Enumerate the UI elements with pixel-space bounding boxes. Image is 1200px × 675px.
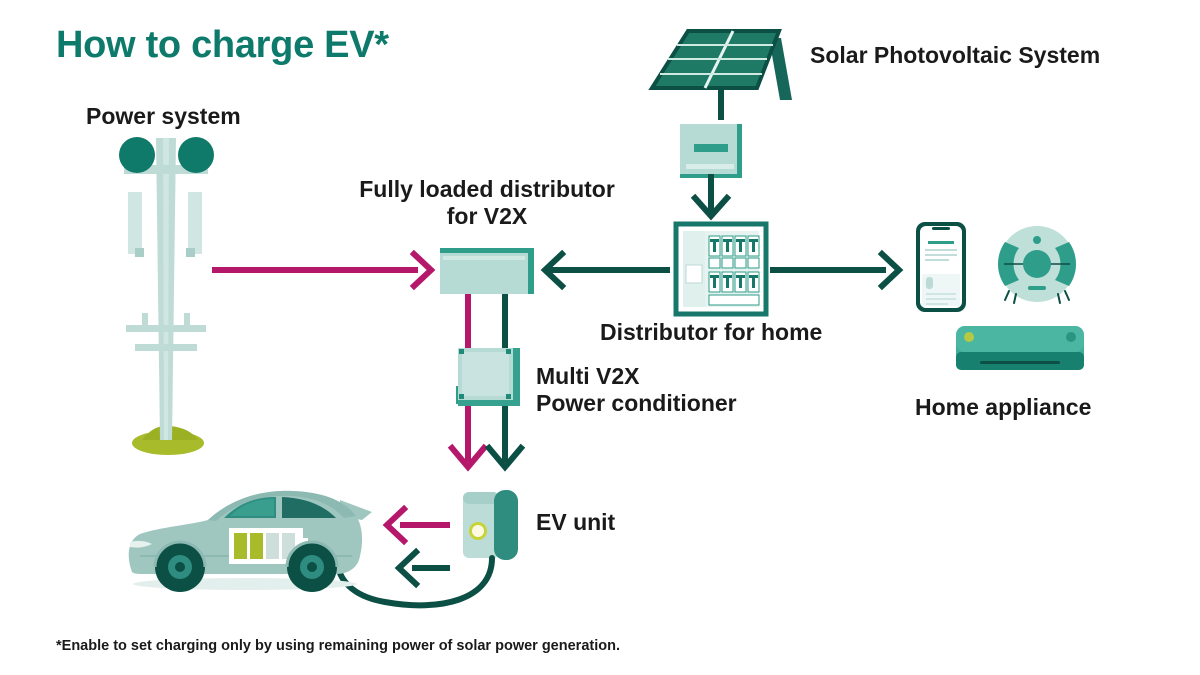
label-home-appliance: Home appliance xyxy=(915,394,1092,420)
breaker-panel-icon xyxy=(673,221,769,317)
robot-vacuum-icon xyxy=(997,226,1077,304)
label-ev-unit: EV unit xyxy=(536,509,616,535)
label-multi-v2x-power-conditioner: Multi V2X Power conditioner xyxy=(536,363,737,417)
inverter-box-icon xyxy=(680,124,742,178)
arrow-inverter-to-home-distributor xyxy=(690,174,732,221)
label-power-system: Power system xyxy=(86,103,241,129)
air-conditioner-icon xyxy=(956,326,1084,370)
arrow-ev-to-car-teal xyxy=(394,547,450,589)
arrow-home-distributor-to-appliance xyxy=(770,249,904,291)
charging-cable xyxy=(335,555,495,609)
arrow-home-distributor-to-fully-loaded xyxy=(540,249,670,291)
footnote-text: *Enable to set charging only by using re… xyxy=(56,638,620,654)
arrow-power-to-distributor xyxy=(212,249,436,291)
electric-car-icon xyxy=(128,490,372,592)
label-distributor-for-home: Distributor for home xyxy=(600,319,823,345)
smartphone-icon xyxy=(916,222,966,312)
power-conditioner-icon xyxy=(456,348,520,406)
solar-panel-icon xyxy=(648,29,792,120)
battery-indicator xyxy=(229,528,308,564)
distributor-box-icon xyxy=(440,248,534,294)
label-solar-photovoltaic-system: Solar Photovoltaic System xyxy=(810,42,1101,68)
ev-charger-icon xyxy=(463,490,518,560)
transmission-tower-icon xyxy=(119,137,214,455)
page-title: How to charge EV* xyxy=(56,24,389,66)
arrow-ev-to-car-magenta xyxy=(382,504,450,546)
label-fully-loaded-distributor: Fully loaded distributor for V2X xyxy=(359,176,615,230)
